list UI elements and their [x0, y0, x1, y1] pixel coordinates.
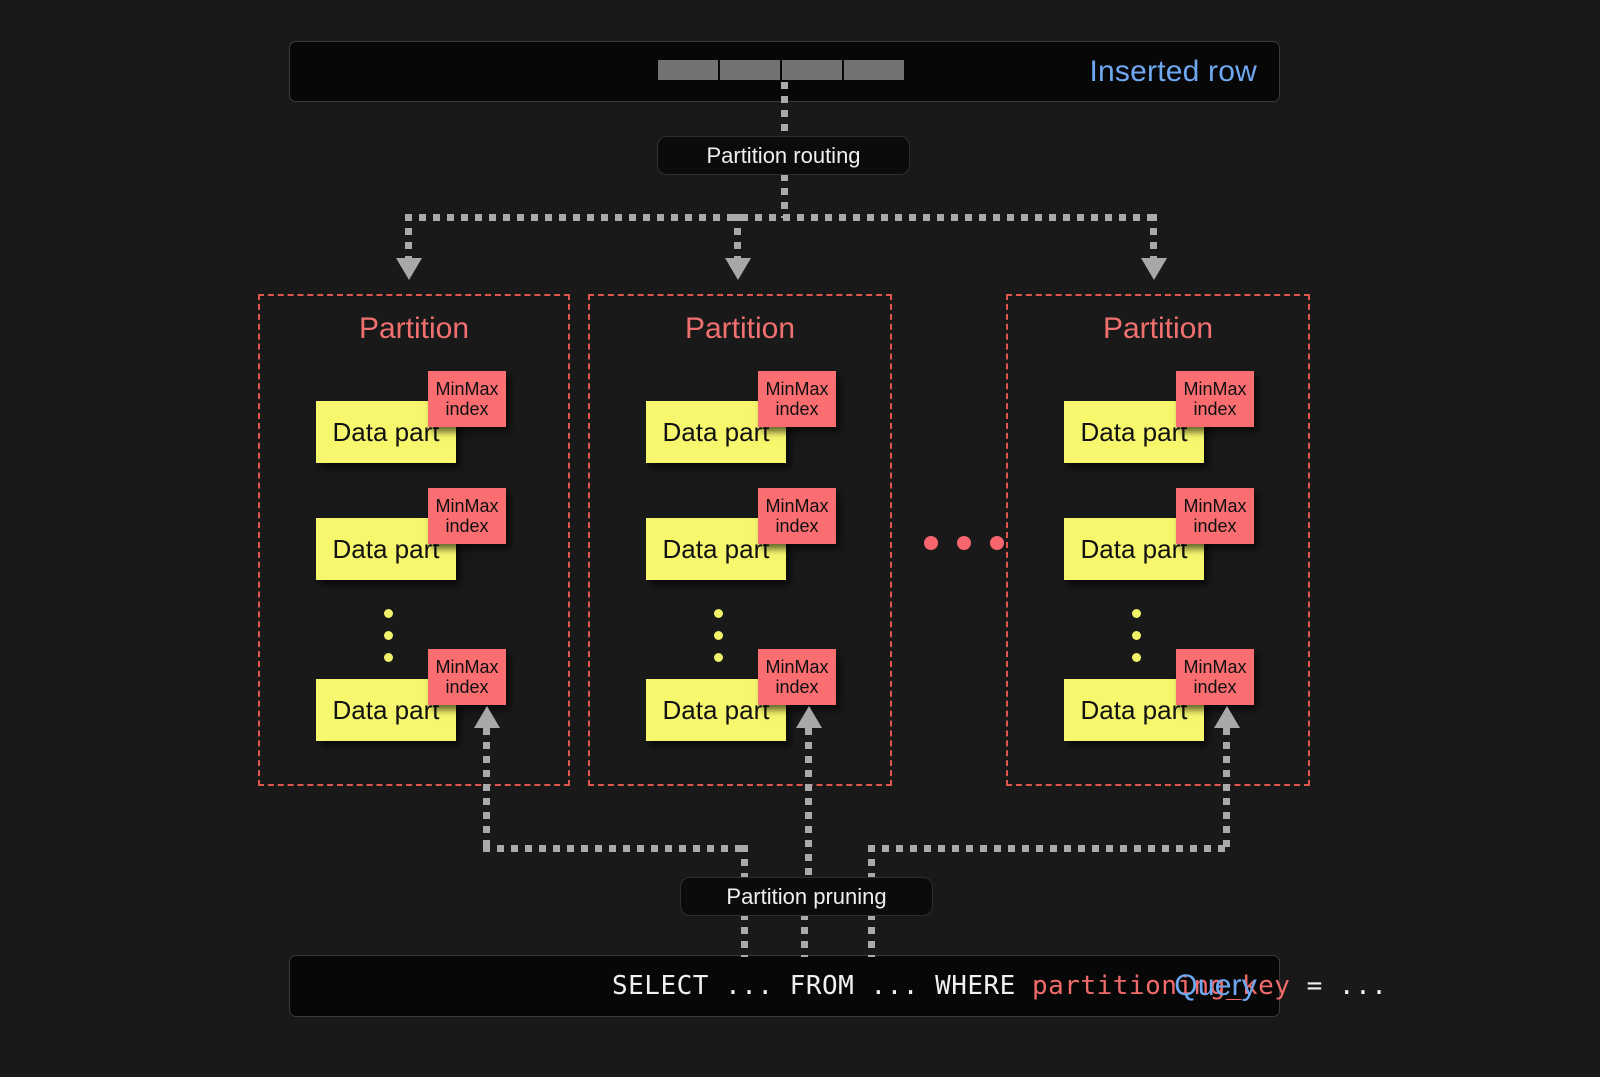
row-cell [844, 60, 904, 80]
connector-pruning-bus-left [483, 845, 748, 852]
connector-pruning-to-partition-3 [1223, 728, 1230, 848]
inserted-row-cells [658, 60, 904, 80]
query-bar: SELECT ... FROM ... WHERE partitioning_k… [289, 955, 1387, 1017]
arrow-into-data-part-3 [1214, 706, 1240, 728]
partition-ellipsis [924, 536, 1004, 550]
connector-pruning-to-partition-2 [805, 728, 812, 880]
connector-bus-to-partition-1 [405, 214, 412, 262]
connector-pruning-to-partition-1 [483, 728, 490, 848]
partition-pruning-label: Partition pruning [680, 877, 933, 916]
query-label: Query [1174, 969, 1257, 1002]
query-sql-text: SELECT ... FROM ... WHERE partitioning_k… [612, 971, 1387, 1001]
inserted-row-label: Inserted row [1089, 54, 1257, 88]
partition-title: Partition [358, 312, 470, 345]
ellipsis-dot [1132, 609, 1141, 618]
row-cell [658, 60, 718, 80]
arrow-into-partition-1 [396, 258, 422, 280]
arrow-into-partition-2 [725, 258, 751, 280]
ellipsis-dot [1132, 631, 1141, 640]
partition-title: Partition [684, 312, 796, 345]
connector-query-to-pruning-2 [801, 913, 808, 957]
data-part-box[interactable]: Data part [316, 518, 456, 580]
connector-bus-right-drop [868, 845, 875, 880]
ellipsis-dot [384, 631, 393, 640]
connector-bus-to-partition-3 [1150, 214, 1157, 262]
arrow-into-data-part-2 [796, 706, 822, 728]
sql-suffix: = ... [1290, 971, 1388, 1001]
data-part-box[interactable]: Data part [646, 401, 786, 463]
connector-bus-to-partition-2 [734, 214, 741, 262]
connector-row-to-routing [781, 82, 788, 138]
data-part-ellipsis [1132, 609, 1141, 675]
data-part-box[interactable]: Data part [316, 679, 456, 741]
ellipsis-dot [714, 609, 723, 618]
sql-partitioning-key: partitioning_key [1032, 971, 1291, 1001]
connector-routing-bus [405, 214, 1157, 221]
connector-pruning-bus-right [868, 845, 1230, 852]
connector-bus-left-drop [741, 845, 748, 880]
sql-prefix: SELECT ... FROM ... WHERE [612, 971, 1032, 1001]
ellipsis-dot [1132, 653, 1141, 662]
ellipsis-dot [714, 631, 723, 640]
data-part-ellipsis [714, 609, 723, 675]
ellipsis-dot [384, 653, 393, 662]
ellipsis-dot [957, 536, 971, 550]
partition-routing-label: Partition routing [657, 136, 910, 175]
ellipsis-dot [384, 609, 393, 618]
connector-query-to-pruning-1 [741, 913, 748, 957]
connector-routing-to-bus [781, 174, 788, 218]
data-part-box[interactable]: Data part [646, 679, 786, 741]
partition-title: Partition [1102, 312, 1214, 345]
ellipsis-dot [714, 653, 723, 662]
arrow-into-partition-3 [1141, 258, 1167, 280]
ellipsis-dot [924, 536, 938, 550]
row-cell [782, 60, 842, 80]
ellipsis-dot [990, 536, 1004, 550]
connector-query-to-pruning-3 [868, 913, 875, 957]
row-cell [720, 60, 780, 80]
arrow-into-data-part-1 [474, 706, 500, 728]
data-part-ellipsis [384, 609, 393, 675]
